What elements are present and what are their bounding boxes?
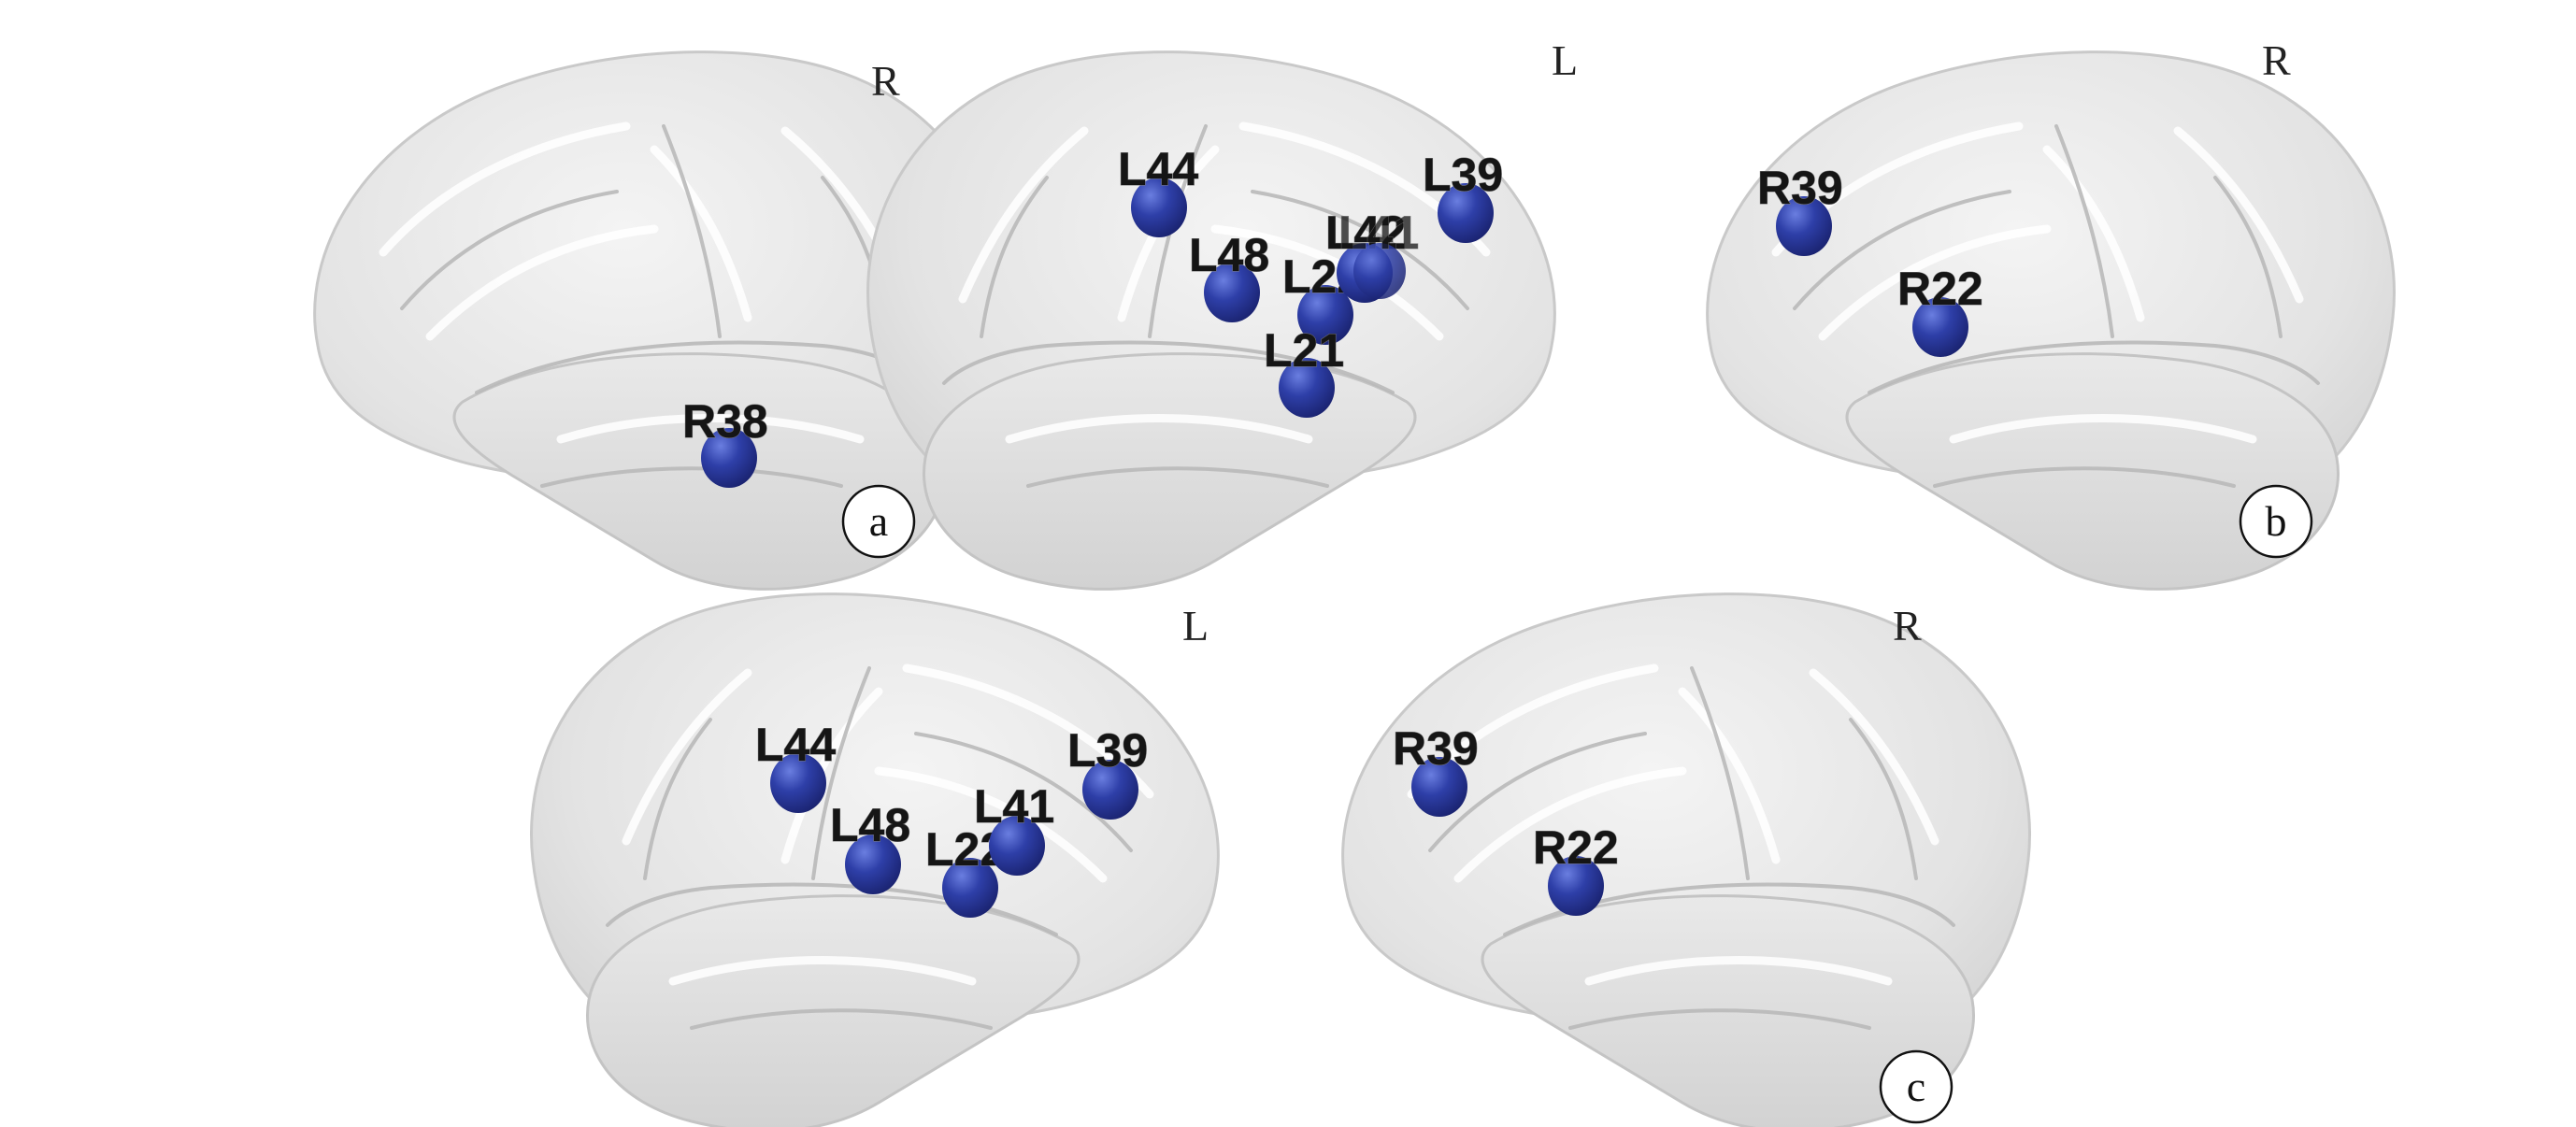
svg-text:R38: R38 <box>682 395 768 448</box>
panel-letter-b: b <box>2239 484 2313 559</box>
svg-text:L48: L48 <box>830 799 910 851</box>
hemisphere-label: L <box>1552 36 1578 84</box>
hemisphere-label: L <box>1182 602 1209 649</box>
svg-text:L42: L42 <box>1325 207 1406 259</box>
svg-text:L44: L44 <box>755 719 836 771</box>
brain-node: R22 <box>1897 263 1983 357</box>
brain-node: L21 <box>1264 324 1345 418</box>
hemisphere-label: R <box>2262 36 2291 84</box>
brain-node: L48 <box>830 799 911 894</box>
svg-text:L44: L44 <box>1118 143 1198 195</box>
brain-node: L41 <box>1338 207 1420 299</box>
svg-text:R39: R39 <box>1393 722 1479 775</box>
brain-node: R22 <box>1533 821 1619 916</box>
brain-node: L39 <box>1067 724 1149 820</box>
svg-text:L48: L48 <box>1189 229 1269 281</box>
brain-node: R38 <box>682 395 768 488</box>
svg-text:L41: L41 <box>1338 207 1419 259</box>
brain-node: R39 <box>1393 722 1479 817</box>
brain-node: L44 <box>755 719 837 813</box>
svg-text:L39: L39 <box>1423 149 1503 201</box>
svg-text:R22: R22 <box>1897 263 1983 315</box>
svg-text:L39: L39 <box>1067 724 1148 777</box>
brain-node: L41 <box>974 780 1055 876</box>
brain-panel-c-right <box>1343 594 2030 1127</box>
brain-panel-b-left <box>868 52 1555 590</box>
brain-node: R39 <box>1757 162 1843 256</box>
brain-node: L48 <box>1189 229 1270 322</box>
svg-text:b: b <box>2266 497 2287 545</box>
brain-node: L44 <box>1118 143 1199 237</box>
svg-text:L21: L21 <box>1264 324 1344 377</box>
svg-text:c: c <box>1907 1063 1925 1110</box>
svg-text:L41: L41 <box>974 780 1054 833</box>
panel-letter-a: a <box>841 484 916 559</box>
brain-node: L39 <box>1423 149 1504 243</box>
hemisphere-label: R <box>871 57 900 105</box>
hemisphere-label: R <box>1893 602 1922 649</box>
panel-letter-c: c <box>1879 1049 1953 1124</box>
svg-text:R39: R39 <box>1757 162 1843 214</box>
svg-text:R22: R22 <box>1533 821 1619 874</box>
svg-text:a: a <box>869 497 888 545</box>
